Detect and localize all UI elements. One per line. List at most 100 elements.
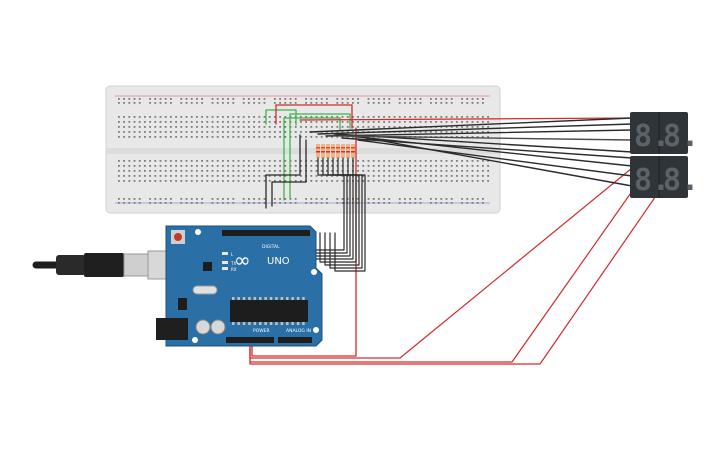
breadboard-hole[interactable] (414, 116, 417, 118)
breadboard-hole[interactable] (471, 126, 474, 128)
breadboard-hole[interactable] (237, 131, 240, 133)
breadboard-hole[interactable] (164, 180, 167, 182)
breadboard-hole[interactable] (430, 102, 432, 104)
breadboard-hole[interactable] (180, 180, 183, 182)
breadboard-hole[interactable] (118, 175, 120, 177)
breadboard-hole[interactable] (118, 202, 120, 204)
breadboard-hole[interactable] (211, 131, 214, 133)
breadboard-hole[interactable] (123, 102, 125, 104)
breadboard-hole[interactable] (440, 165, 443, 167)
breadboard-hole[interactable] (398, 116, 401, 118)
breadboard-hole[interactable] (180, 116, 183, 118)
breadboard-hole[interactable] (248, 202, 250, 204)
breadboard-hole[interactable] (331, 170, 333, 172)
wire-black-bb-1[interactable] (265, 134, 301, 209)
breadboard-hole[interactable] (284, 160, 287, 162)
breadboard-hole[interactable] (331, 160, 333, 162)
breadboard-hole[interactable] (336, 102, 339, 104)
breadboard-hole[interactable] (237, 165, 240, 167)
breadboard-hole[interactable] (378, 198, 380, 200)
breadboard-hole[interactable] (398, 165, 401, 167)
breadboard-hole[interactable] (274, 165, 276, 167)
breadboard-hole[interactable] (476, 131, 479, 133)
breadboard-hole[interactable] (128, 198, 131, 200)
breadboard-hole[interactable] (185, 98, 188, 100)
breadboard-hole[interactable] (227, 98, 229, 100)
breadboard-hole[interactable] (196, 131, 198, 133)
breadboard-hole[interactable] (144, 170, 146, 172)
breadboard-hole[interactable] (248, 198, 250, 200)
breadboard-hole[interactable] (268, 165, 271, 167)
breadboard-hole[interactable] (279, 136, 281, 138)
breadboard-hole[interactable] (274, 131, 276, 133)
breadboard-hole[interactable] (378, 116, 380, 118)
breadboard-hole[interactable] (180, 136, 183, 138)
breadboard-hole[interactable] (154, 160, 157, 162)
breadboard-hole[interactable] (445, 121, 448, 123)
arduino-uno-board[interactable]: ∞ UNO DIGITAL POWER ANALOG IN L TX RX (156, 225, 323, 347)
breadboard-hole[interactable] (346, 102, 349, 104)
breadboard-hole[interactable] (190, 165, 193, 167)
breadboard-hole[interactable] (461, 160, 463, 162)
breadboard-hole[interactable] (128, 175, 131, 177)
breadboard-hole[interactable] (320, 116, 323, 118)
breadboard-hole[interactable] (149, 175, 151, 177)
breadboard-hole[interactable] (476, 102, 479, 104)
breadboard-hole[interactable] (123, 126, 125, 128)
breadboard-hole[interactable] (253, 121, 255, 123)
breadboard-hole[interactable] (196, 165, 198, 167)
breadboard-hole[interactable] (476, 98, 479, 100)
breadboard-hole[interactable] (175, 131, 177, 133)
breadboard-hole[interactable] (284, 116, 287, 118)
breadboard-hole[interactable] (253, 165, 255, 167)
breadboard-hole[interactable] (159, 136, 162, 138)
breadboard-hole[interactable] (398, 98, 401, 100)
breadboard-hole[interactable] (237, 170, 240, 172)
breadboard-hole[interactable] (201, 180, 203, 182)
breadboard-hole[interactable] (149, 136, 151, 138)
breadboard-hole[interactable] (341, 102, 344, 104)
breadboard-hole[interactable] (232, 198, 235, 200)
breadboard-hole[interactable] (253, 126, 255, 128)
breadboard-hole[interactable] (159, 170, 162, 172)
breadboard-hole[interactable] (284, 136, 287, 138)
breadboard-hole[interactable] (315, 102, 318, 104)
breadboard-hole[interactable] (336, 121, 339, 123)
breadboard-hole[interactable] (164, 131, 167, 133)
breadboard-hole[interactable] (196, 116, 198, 118)
breadboard-hole[interactable] (242, 126, 245, 128)
breadboard-hole[interactable] (383, 198, 385, 200)
breadboard-hole[interactable] (149, 165, 151, 167)
breadboard-hole[interactable] (294, 126, 297, 128)
breadboard-hole[interactable] (331, 126, 333, 128)
breadboard-hole[interactable] (190, 98, 193, 100)
breadboard-hole[interactable] (305, 126, 307, 128)
breadboard-hole[interactable] (346, 180, 349, 182)
breadboard-hole[interactable] (341, 121, 344, 123)
breadboard-hole[interactable] (170, 165, 172, 167)
breadboard-hole[interactable] (237, 175, 240, 177)
breadboard-hole[interactable] (466, 198, 469, 200)
breadboard-hole[interactable] (232, 126, 235, 128)
breadboard-hole[interactable] (164, 160, 167, 162)
breadboard-hole[interactable] (435, 102, 437, 104)
breadboard-hole[interactable] (170, 131, 172, 133)
breadboard-hole[interactable] (274, 160, 276, 162)
breadboard-hole[interactable] (216, 170, 219, 172)
breadboard-hole[interactable] (357, 170, 359, 172)
breadboard-hole[interactable] (336, 202, 339, 204)
breadboard-hole[interactable] (279, 180, 281, 182)
breadboard-hole[interactable] (300, 165, 302, 167)
breadboard-hole[interactable] (466, 98, 469, 100)
breadboard-hole[interactable] (352, 102, 354, 104)
breadboard-hole[interactable] (149, 202, 151, 204)
breadboard-hole[interactable] (409, 102, 411, 104)
breadboard-hole[interactable] (232, 116, 235, 118)
breadboard-hole[interactable] (445, 126, 448, 128)
breadboard-hole[interactable] (227, 131, 229, 133)
breadboard-hole[interactable] (414, 102, 417, 104)
breadboard-hole[interactable] (476, 126, 479, 128)
breadboard-hole[interactable] (227, 121, 229, 123)
breadboard-hole[interactable] (372, 160, 375, 162)
breadboard-hole[interactable] (253, 180, 255, 182)
